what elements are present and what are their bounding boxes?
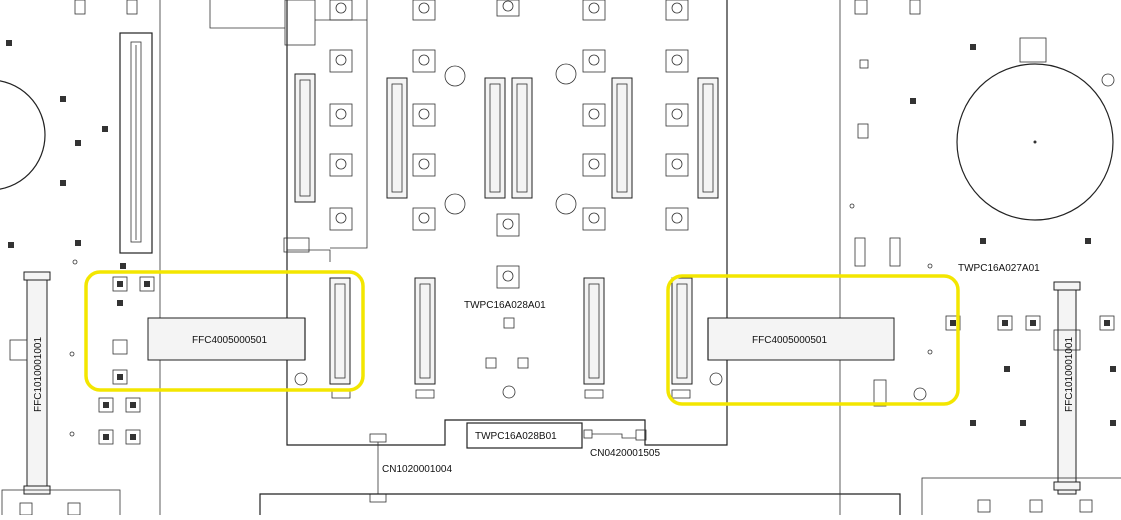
right-board-label: TWPC16A027A01: [958, 263, 1040, 274]
left-jog-circle: [0, 80, 46, 190]
ffc-right-cable: [707, 317, 895, 361]
left-vertical-ffc-label: FFC1010001001: [33, 337, 44, 412]
small-board-label: TWPC16A028B01: [475, 431, 557, 442]
center-board: TWPC16A028B01 CN0420001505 CN1020001004 …: [209, 0, 901, 515]
ffc-left-cable: [147, 317, 306, 361]
pot-grid: [329, 0, 689, 289]
right-jog-circle: [956, 63, 1114, 221]
center-board-outline: [286, 0, 728, 446]
cn-bottom-label: CN1020001004: [382, 464, 452, 475]
ffc-left: FFC4005000501: [147, 317, 306, 361]
left-panel: [0, 0, 161, 520]
right-vertical-ffc-label: FFC1010001001: [1064, 337, 1075, 412]
left-center-fader: [329, 277, 351, 385]
left-slider-frame: [119, 32, 153, 254]
ffc-right-label: FFC4005000501: [752, 335, 827, 346]
cn-right-label: CN0420001505: [590, 448, 660, 459]
highlight-right: [666, 274, 960, 406]
right-panel: TWPC16A027A01: [839, 0, 1121, 519]
ffc-right: FFC4005000501: [707, 317, 895, 361]
small-board-box: [466, 422, 583, 449]
highlight-left: [84, 270, 365, 392]
left-slider-track: [130, 41, 142, 243]
center-board-label: TWPC16A028A01: [464, 300, 546, 311]
ffc-left-label: FFC4005000501: [192, 335, 267, 346]
